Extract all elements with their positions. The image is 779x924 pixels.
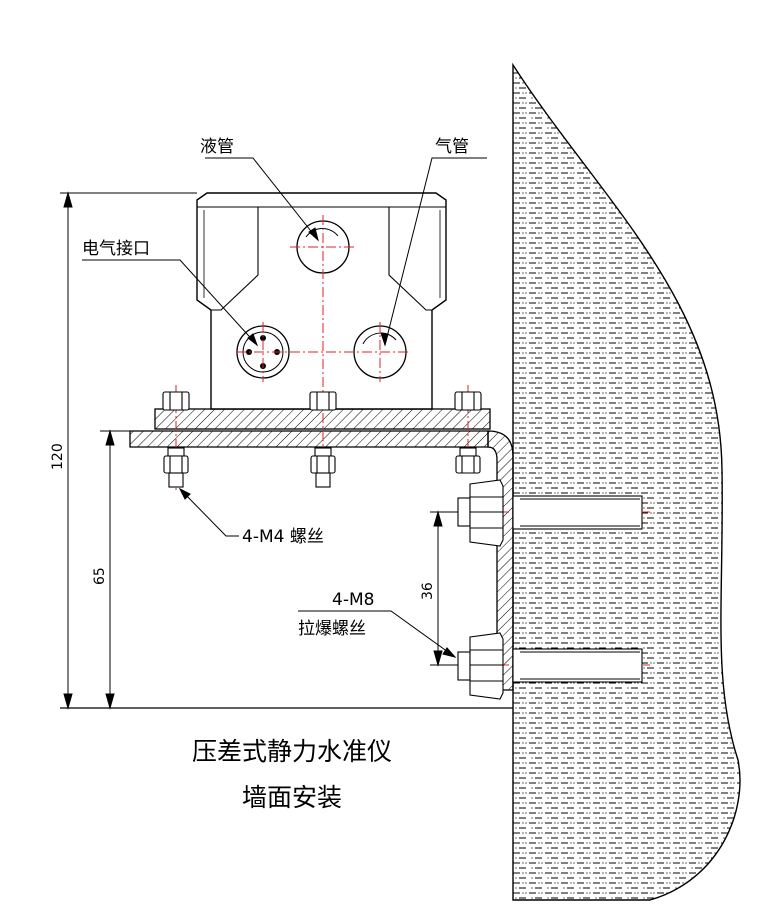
screw-middle [309, 391, 337, 488]
label-anchor-size: 4-M8 [332, 590, 374, 610]
screw-left [162, 391, 190, 488]
body-left-cut [197, 206, 259, 311]
label-electrical-port: 电气接口 [82, 239, 150, 259]
body-right-cut [388, 206, 446, 311]
dim-total-height: 120 [50, 443, 66, 470]
expansion-bolt-upper [457, 479, 643, 547]
screw-right [454, 391, 482, 474]
wall-body [512, 62, 741, 901]
dim-anchor-spacing: 36 [420, 582, 436, 600]
leader-lines [82, 157, 487, 658]
wall-bracket [129, 430, 514, 691]
expansion-bolt-lower [457, 632, 643, 700]
label-liquid-pipe: 液管 [200, 137, 234, 157]
label-anchor-name: 拉爆螺丝 [298, 619, 366, 639]
bracket-horizontal [129, 430, 489, 448]
label-gas-pipe: 气管 [435, 137, 469, 157]
title-line1: 压差式静力水准仪 [192, 737, 392, 766]
label-screw: 4-M4 螺丝 [242, 527, 324, 547]
dimension-lines [60, 191, 458, 710]
title-line2: 墙面安装 [242, 783, 342, 812]
dim-base-height: 65 [92, 567, 108, 585]
wall [512, 62, 741, 901]
